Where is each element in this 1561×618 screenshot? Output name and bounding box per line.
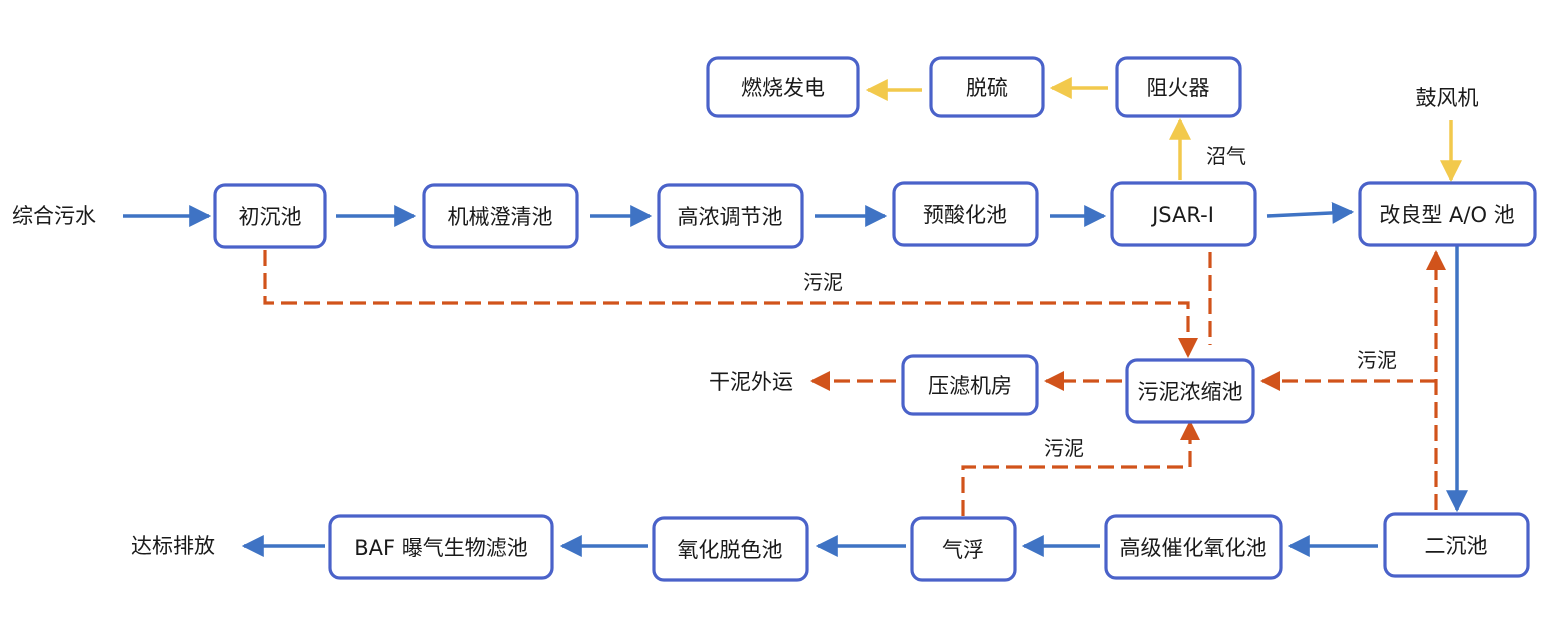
label-discharge: 达标排放 — [131, 534, 215, 558]
node-power-generation: 燃烧发电 — [706, 56, 860, 118]
node-hc-regulating-tank: 高浓调节池 — [657, 183, 804, 249]
label-sludge-top: 污泥 — [803, 270, 843, 294]
node-label: 预酸化池 — [923, 203, 1007, 227]
label-blower: 鼓风机 — [1416, 86, 1479, 110]
edge-jsar-to-ao — [1266, 201, 1355, 224]
edge-flotation-sludge-to-thickener — [961, 420, 1200, 516]
free-labels: 综合污水 鼓风机 达标排放 干泥外运 — [12, 86, 1479, 558]
label-inflow: 综合污水 — [12, 204, 96, 228]
node-label: 燃烧发电 — [741, 76, 825, 100]
node-label: 脱硫 — [966, 76, 1008, 100]
node-secondary-clarifier: 二沉池 — [1383, 512, 1530, 578]
node-sludge-thickener: 污泥浓缩池 — [1125, 358, 1255, 424]
node-label: 高级催化氧化池 — [1120, 536, 1267, 560]
water-flow-edges — [123, 201, 1468, 557]
label-biogas: 沼气 — [1206, 144, 1246, 168]
node-label: 初沉池 — [239, 205, 302, 229]
node-oxidative-decolor: 氧化脱色池 — [652, 516, 809, 582]
sludge-edges — [263, 250, 1446, 516]
node-label: 二沉池 — [1425, 534, 1488, 558]
edge-labels: 沼气 污泥 污泥 污泥 — [803, 144, 1397, 460]
label-sludge-flotation: 污泥 — [1044, 436, 1084, 460]
node-label: 氧化脱色池 — [678, 538, 783, 562]
node-baf: BAF 曝气生物滤池 — [328, 514, 554, 580]
label-dry-sludge: 干泥外运 — [709, 370, 793, 394]
node-pre-acidification: 预酸化池 — [892, 181, 1039, 247]
node-label: 气浮 — [942, 538, 984, 562]
edge-primary-sludge-to-thickener — [263, 250, 1198, 358]
node-air-flotation: 气浮 — [910, 516, 1017, 582]
node-flame-arrester: 阻火器 — [1115, 56, 1242, 118]
nodes: 初沉池 机械澄清池 高浓调节池 预酸化池 JSAR-I 改良型 A/O 池 二沉… — [213, 56, 1537, 582]
node-label: JSAR-I — [1150, 203, 1214, 227]
node-improved-ao: 改良型 A/O 池 — [1358, 181, 1537, 247]
label-sludge-right: 污泥 — [1357, 348, 1397, 372]
node-primary-clarifier: 初沉池 — [213, 183, 327, 249]
node-label: 压滤机房 — [928, 374, 1012, 398]
node-label: 阻火器 — [1147, 76, 1210, 100]
node-filter-press: 压滤机房 — [901, 354, 1039, 416]
biogas-edges — [865, 77, 1462, 183]
node-label: 改良型 A/O 池 — [1379, 203, 1514, 227]
node-label: BAF 曝气生物滤池 — [354, 536, 528, 560]
node-label: 机械澄清池 — [448, 205, 553, 229]
node-label: 高浓调节池 — [678, 205, 783, 229]
node-advanced-oxidation: 高级催化氧化池 — [1104, 514, 1283, 580]
node-desulfurization: 脱硫 — [929, 56, 1045, 118]
node-label: 污泥浓缩池 — [1138, 380, 1243, 404]
node-jsar: JSAR-I — [1110, 181, 1257, 247]
node-mech-clarifier: 机械澄清池 — [422, 183, 579, 249]
